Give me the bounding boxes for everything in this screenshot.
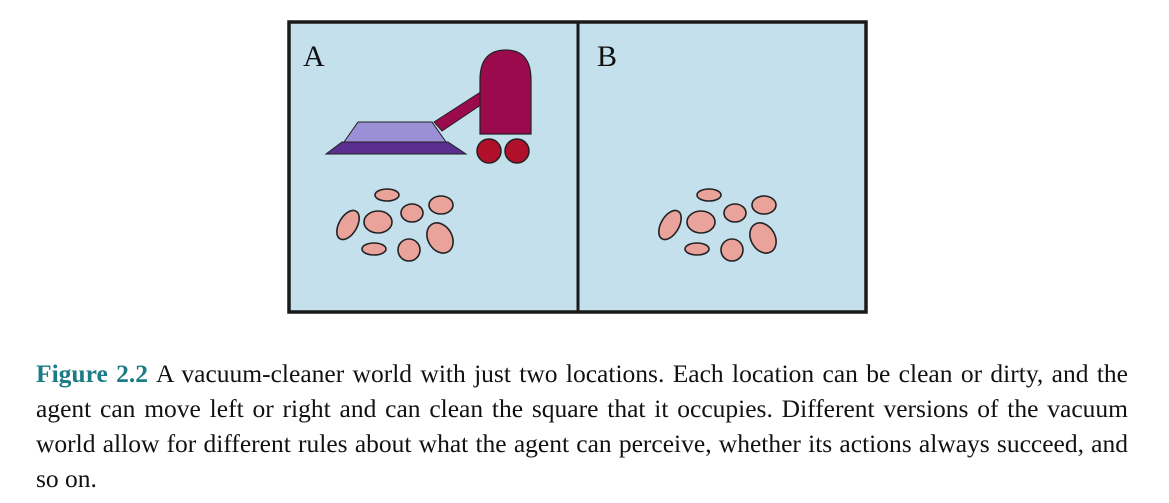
dirt-speck: [723, 203, 747, 223]
dirt-speck: [658, 209, 682, 241]
dirt-speck: [374, 188, 400, 202]
dirt-speck: [397, 238, 421, 262]
dirt-pile-a: [336, 188, 454, 262]
caption-text: A vacuum-cleaner world with just two loc…: [36, 359, 1128, 493]
dirt-speck: [426, 222, 454, 254]
dirt-speck: [336, 209, 360, 241]
vacuum-wheel-right: [504, 138, 530, 164]
location-a: A: [289, 22, 578, 312]
vacuum-cleaner-icon: [324, 49, 532, 164]
figure-number: Figure 2.2: [36, 359, 149, 388]
location-b-square: [578, 22, 866, 312]
vacuum-body: [479, 49, 532, 135]
vacuum-wheel-left: [476, 138, 502, 164]
dirt-speck: [686, 210, 716, 234]
dirt-speck: [696, 188, 722, 202]
location-b-label: B: [597, 40, 617, 73]
dirt-speck: [363, 210, 393, 234]
location-a-square: [289, 22, 578, 312]
vacuum-world-figure: A B: [287, 20, 868, 314]
location-a-label: A: [303, 40, 325, 73]
dirt-speck: [720, 238, 744, 262]
dirt-speck: [361, 242, 387, 256]
dirt-speck: [749, 222, 777, 254]
dirt-speck: [684, 242, 710, 256]
dirt-speck: [400, 203, 424, 223]
vacuum-nozzle-base: [324, 141, 468, 155]
dirt-speck: [751, 195, 777, 215]
dirt-speck: [428, 195, 454, 215]
dirt-pile-b: [658, 188, 777, 262]
vacuum-nozzle-top: [343, 121, 447, 143]
location-b: B: [578, 22, 866, 312]
